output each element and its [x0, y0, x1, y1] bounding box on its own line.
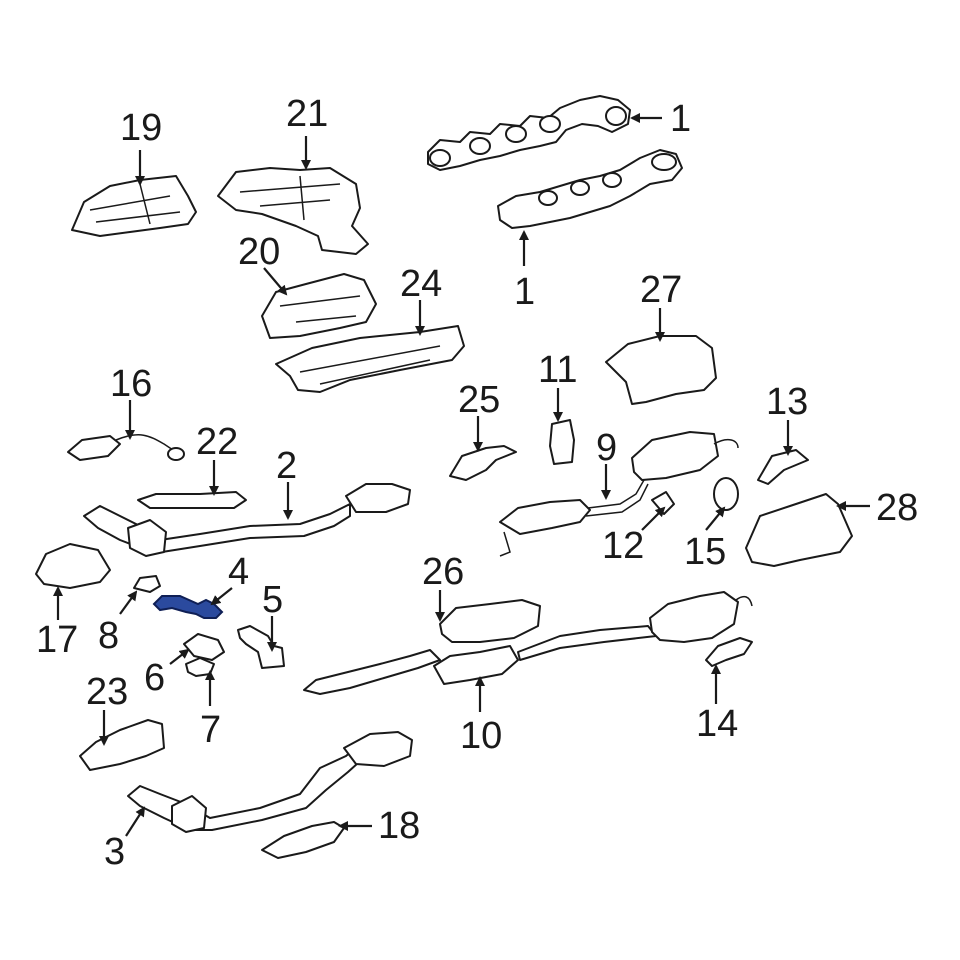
- callout-6: 6: [144, 657, 165, 699]
- heat-shield-26[interactable]: [439, 599, 541, 643]
- exhaust-manifold-upper[interactable]: [427, 95, 631, 171]
- gasket-22[interactable]: [137, 491, 247, 509]
- heat-shield-17[interactable]: [35, 543, 111, 589]
- heat-shield-28[interactable]: [745, 493, 853, 567]
- bracket-25[interactable]: [449, 445, 517, 481]
- callout-22: 22: [196, 421, 238, 463]
- callout-1-lower: 1: [514, 271, 535, 313]
- callout-9: 9: [596, 427, 617, 469]
- callout-25: 25: [458, 379, 500, 421]
- insulator-15[interactable]: [713, 477, 739, 511]
- bracket-14[interactable]: [705, 637, 753, 667]
- callout-13: 13: [766, 381, 808, 423]
- heat-shield-23[interactable]: [79, 719, 165, 771]
- bracket-4-highlighted[interactable]: [152, 595, 224, 619]
- callout-12: 12: [602, 525, 644, 567]
- callout-10: 10: [460, 715, 502, 757]
- front-pipe-3[interactable]: [127, 731, 413, 833]
- callout-15: 15: [684, 531, 726, 573]
- gasket-18[interactable]: [261, 821, 345, 859]
- hanger-11[interactable]: [549, 419, 575, 465]
- callout-1-upper: 1: [670, 98, 691, 140]
- heat-shield-20[interactable]: [261, 273, 377, 339]
- callout-3: 3: [104, 831, 125, 873]
- bracket-5[interactable]: [237, 625, 285, 669]
- callout-23: 23: [86, 671, 128, 713]
- hanger-12[interactable]: [651, 491, 675, 515]
- exhaust-pipe-10[interactable]: [303, 591, 753, 695]
- callout-19: 19: [120, 107, 162, 149]
- callout-21: 21: [286, 93, 328, 135]
- callout-11: 11: [538, 349, 577, 391]
- clamp-8[interactable]: [133, 575, 161, 593]
- callout-4: 4: [228, 551, 249, 593]
- callout-28: 28: [876, 487, 918, 529]
- manifold-shield-21[interactable]: [217, 167, 369, 255]
- callout-24: 24: [400, 263, 442, 305]
- callout-20: 20: [238, 231, 280, 273]
- heat-shield-19[interactable]: [71, 175, 197, 237]
- exhaust-manifold-lower[interactable]: [497, 149, 683, 229]
- front-pipe-2[interactable]: [83, 483, 411, 557]
- callout-numbers: 1 1 2 3 4 5 6 7 8 9 10 11 12 13 14 15 16…: [36, 93, 918, 873]
- callout-26: 26: [422, 551, 464, 593]
- callout-17: 17: [36, 619, 78, 661]
- heat-shield-27[interactable]: [605, 335, 717, 405]
- bracket-13[interactable]: [757, 449, 809, 485]
- callout-14: 14: [696, 703, 738, 745]
- callout-2: 2: [276, 445, 297, 487]
- callout-7: 7: [200, 709, 221, 751]
- callout-8: 8: [98, 615, 119, 657]
- oxygen-sensor-16[interactable]: [67, 434, 185, 461]
- callout-16: 16: [110, 363, 152, 405]
- muffler-9[interactable]: [499, 431, 739, 557]
- leader-lines: [53, 113, 870, 837]
- callout-27: 27: [640, 269, 682, 311]
- callout-18: 18: [378, 805, 420, 847]
- bracket-6[interactable]: [183, 633, 225, 661]
- callout-5: 5: [262, 579, 283, 621]
